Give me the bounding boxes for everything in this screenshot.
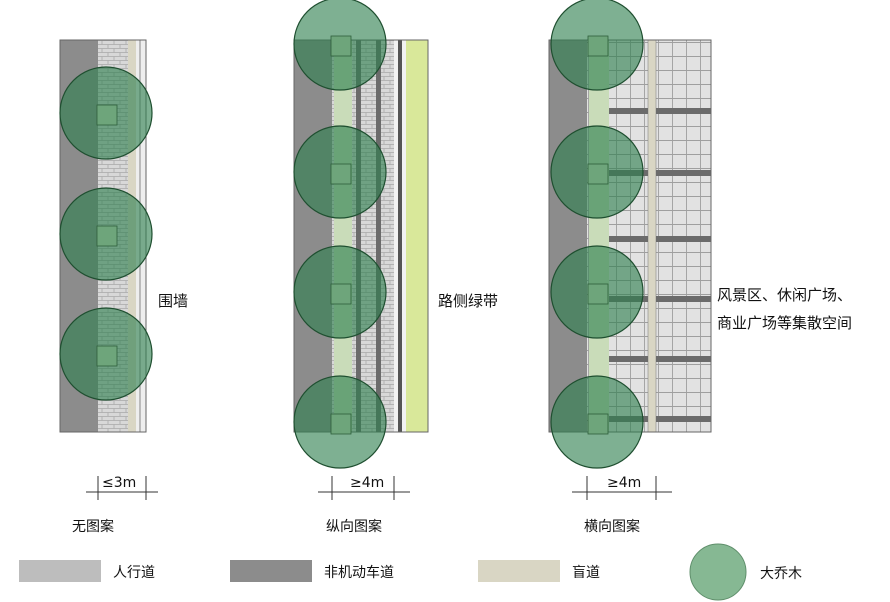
tree (293, 0, 387, 91)
tree (293, 125, 387, 219)
tactile-strip (589, 40, 609, 432)
dimension-line (318, 476, 410, 500)
legend-label: 非机动车道 (324, 564, 394, 581)
panel-longitudinal-pattern: 路侧绿带 ≥4m 纵向图案 (293, 0, 498, 535)
tree (550, 125, 644, 219)
tree (550, 245, 644, 339)
legend-swatch-tree (689, 543, 747, 601)
dimension-line (86, 476, 158, 500)
tree (293, 375, 387, 469)
vehicle-lane (294, 40, 332, 432)
side-label-line2: 商业广场等集散空间 (717, 314, 852, 332)
legend-label: 大乔木 (760, 566, 802, 582)
panel-no-pattern: 围墙 ≤3m 无图案 (59, 39, 188, 535)
tree (59, 307, 153, 401)
roadside-greenbelt (406, 40, 428, 432)
tree (293, 245, 387, 339)
side-label: 路侧绿带 (438, 292, 498, 310)
legend-swatch-vehicle-lane (230, 560, 312, 582)
dimension-label: ≥4m (350, 475, 384, 491)
legend-label: 盲道 (572, 564, 600, 581)
vehicle-lane (549, 40, 587, 432)
tree (550, 0, 644, 91)
longitudinal-band (356, 40, 361, 432)
panel-transverse-pattern: 风景区、休闲广场、 商业广场等集散空间 ≥4m 横向图案 (548, 0, 852, 535)
dimension-label: ≤3m (102, 475, 136, 491)
legend-swatch-tactile (478, 560, 560, 582)
panel-caption: 无图案 (72, 518, 114, 535)
tree (550, 375, 644, 469)
tactile-strip (334, 40, 352, 432)
legend-label: 人行道 (113, 565, 155, 581)
legend-swatch-sidewalk (19, 560, 101, 582)
side-label: 围墙 (158, 292, 188, 310)
longitudinal-band (376, 40, 381, 432)
dimension-label: ≥4m (607, 475, 641, 491)
tree (59, 66, 153, 160)
panel-caption: 纵向图案 (326, 518, 382, 535)
side-label-line1: 风景区、休闲广场、 (717, 286, 852, 304)
tactile-line (647, 39, 657, 433)
dimension-line (572, 476, 672, 500)
curb-line (398, 40, 402, 432)
tree (59, 187, 153, 281)
legend: 人行道 非机动车道 盲道 大乔木 (19, 543, 802, 601)
panel-caption: 横向图案 (584, 518, 640, 535)
